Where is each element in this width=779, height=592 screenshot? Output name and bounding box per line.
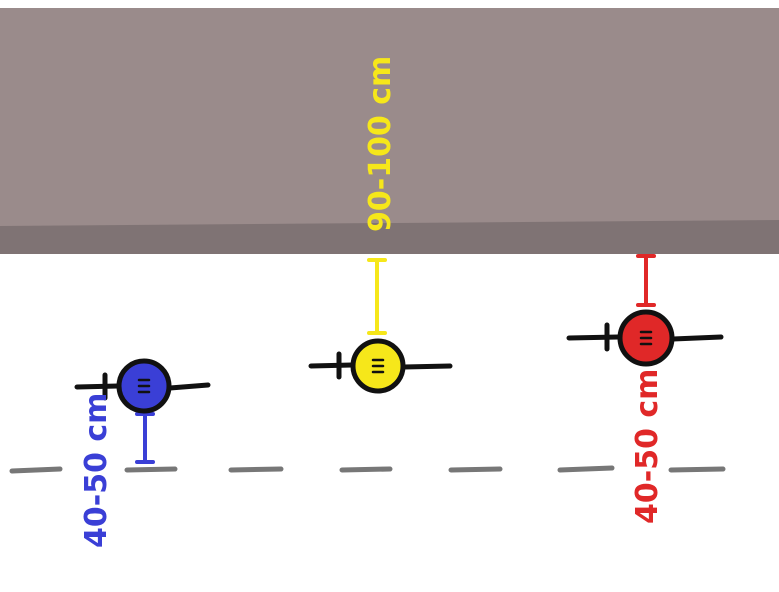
red-distance-label: 40-50 cm bbox=[630, 369, 665, 524]
yellow-cyclist-icon bbox=[308, 338, 453, 394]
red-cyclist-icon bbox=[566, 309, 724, 367]
yellow-distance-marker bbox=[367, 258, 387, 335]
blue-distance-marker bbox=[135, 412, 155, 464]
blue-cyclist-icon bbox=[74, 358, 211, 414]
curb bbox=[0, 220, 779, 254]
yellow-distance-label: 90-100 cm bbox=[363, 56, 398, 232]
sidewalk bbox=[0, 8, 779, 230]
red-distance-marker bbox=[636, 254, 656, 307]
lane-divider-dashed bbox=[9, 465, 726, 474]
blue-distance-label: 40-50 cm bbox=[79, 393, 114, 548]
